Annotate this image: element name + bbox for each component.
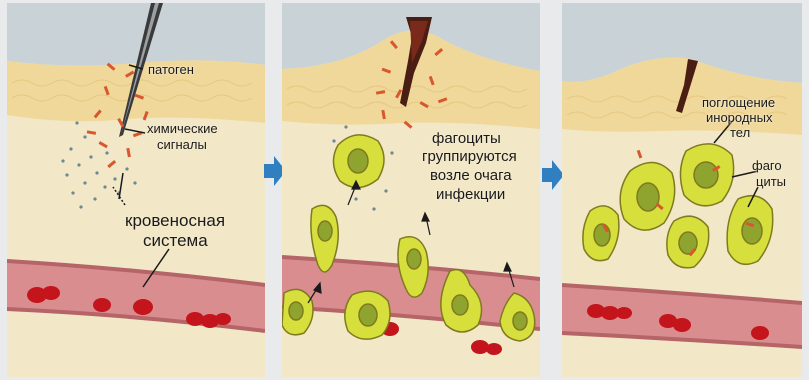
label-phagocytes-line2: циты xyxy=(756,175,786,189)
label-chemical-signals-line2: сигналы xyxy=(157,138,207,152)
label-phagocytes-line3: возле очага xyxy=(430,168,512,184)
step-arrow-2 xyxy=(542,160,564,190)
label-blood-system-line1: кровеносная xyxy=(125,212,225,230)
label-phagocytes-line2: группируются xyxy=(422,149,517,165)
label-phagocytes-line4: инфекции xyxy=(436,187,505,203)
panel-phagocytes-gather: фагоциты группируются возле очага инфекц… xyxy=(282,3,540,377)
panel-phagocytosis: поглощение инородных тел фаго циты xyxy=(562,3,802,377)
label-chemical-signals-line1: химические xyxy=(147,122,218,136)
label-blood-system-line2: система xyxy=(143,232,208,250)
panel-3-illustration xyxy=(562,3,802,377)
label-phagocytes-line1: фагоциты xyxy=(432,131,501,147)
label-engulf-line3: тел xyxy=(730,126,750,140)
panel-pathogen-signals: патоген химические сигналы кровеносная с… xyxy=(7,3,265,377)
label-engulf-line1: поглощение xyxy=(702,96,775,110)
label-engulf-line2: инородных xyxy=(706,111,772,125)
label-pathogen: патоген xyxy=(148,63,194,77)
panel-1-illustration xyxy=(7,3,265,377)
label-phagocytes-line1: фаго xyxy=(752,159,782,173)
